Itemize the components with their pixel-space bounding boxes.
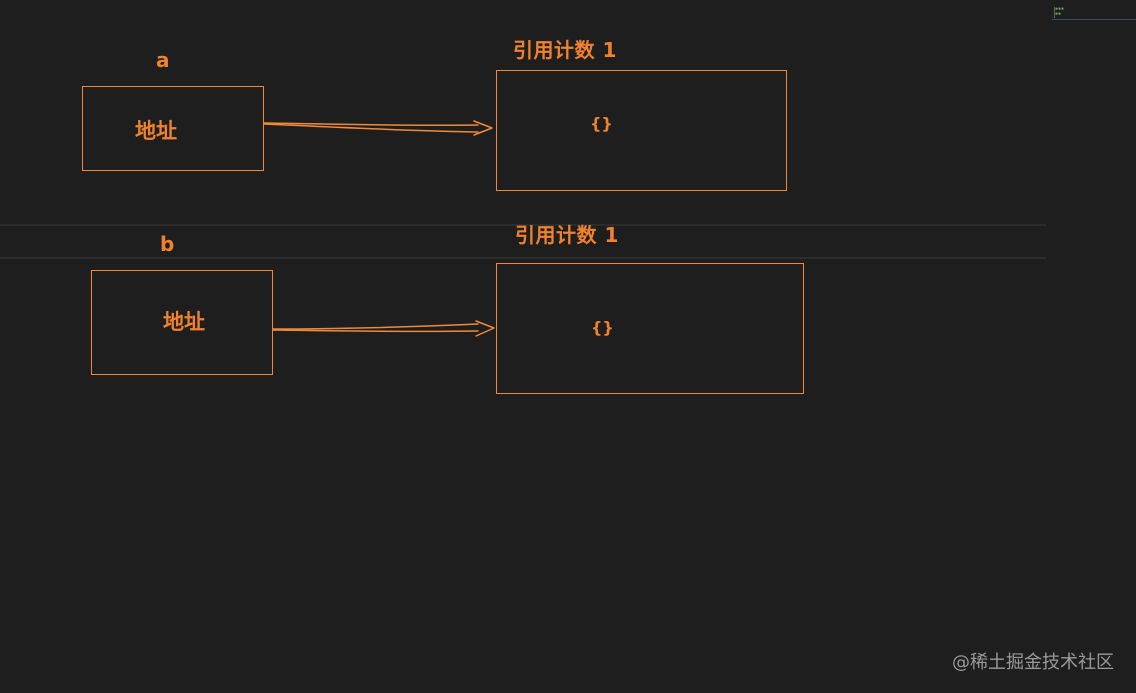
object-box-b [496, 263, 804, 394]
minimap-indicator: ▪▪▪▪▪ [1052, 7, 1136, 23]
address-box-b [91, 270, 273, 375]
ref-count-label-b: 引用计数 1 [515, 223, 619, 247]
divider-line-lower [0, 257, 1046, 259]
divider-line-upper [0, 224, 1046, 226]
arrow-b-shaft-lower [272, 329, 479, 333]
object-box-a [496, 70, 787, 191]
address-label-a: 地址 [135, 119, 177, 143]
arrow-a-shaft-lower [263, 123, 479, 133]
object-literal-b: {} [591, 318, 614, 337]
arrow-a-to-object [263, 120, 493, 136]
watermark-text: @稀土掘金技术社区 [952, 652, 1114, 673]
minimap-bar [1052, 19, 1136, 20]
arrow-b-head [475, 320, 495, 337]
address-label-b: 地址 [163, 310, 205, 334]
variable-b-label: b [160, 232, 175, 256]
object-literal-a: {} [590, 114, 613, 133]
arrow-a-shaft-upper [263, 122, 479, 127]
arrow-b-shaft-upper [272, 323, 479, 330]
minimap-tag: ▪▪▪▪▪ [1054, 7, 1069, 18]
arrow-a-head [473, 120, 493, 136]
arrow-b-to-object [272, 320, 495, 337]
variable-a-label: a [156, 48, 170, 72]
ref-count-label-a: 引用计数 1 [513, 38, 617, 62]
